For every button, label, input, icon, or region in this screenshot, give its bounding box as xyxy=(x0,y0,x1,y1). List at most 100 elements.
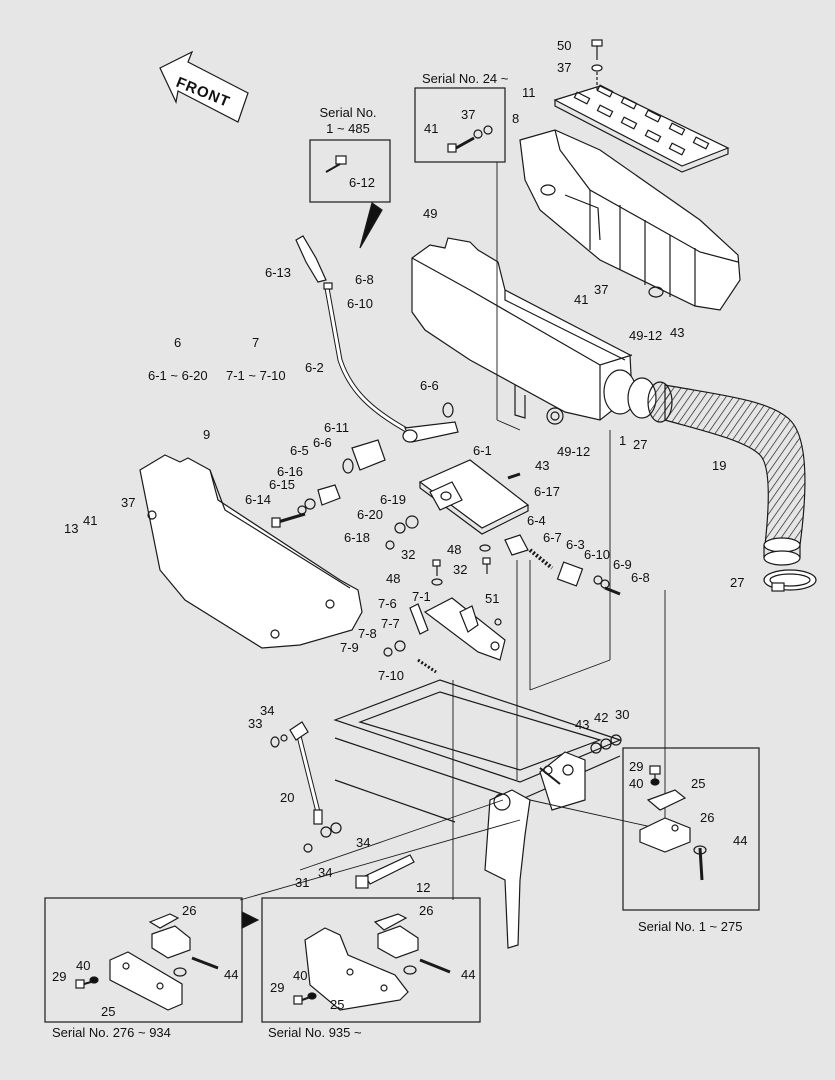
callout: 6-15 xyxy=(269,477,296,492)
cover-plate-11 xyxy=(553,84,730,173)
serial-276-934-caption: Serial No. 276 ~ 934 xyxy=(52,1025,171,1040)
callout: 7-6 xyxy=(378,596,397,611)
callout: 6-6 xyxy=(313,435,332,450)
inset-arrow xyxy=(241,911,260,929)
callout: 29 xyxy=(270,980,285,995)
callout: 29 xyxy=(629,759,644,774)
inset-275-parts xyxy=(639,765,707,881)
callout: 7-9 xyxy=(340,640,359,655)
callout: 40 xyxy=(629,776,644,791)
inset-serial-1-275 xyxy=(622,747,760,911)
callout: 51 xyxy=(485,591,500,606)
latch-assembly-7 xyxy=(383,597,506,674)
dust-chute-8 xyxy=(519,129,741,311)
lever-parts xyxy=(271,402,454,550)
callout: 6-1 xyxy=(473,443,492,458)
callout: 49-12 xyxy=(629,328,663,343)
inset-6-12-bolt xyxy=(325,155,347,173)
callout: 6-8 xyxy=(631,570,650,585)
inset-24-bolt xyxy=(447,125,493,153)
callout: 41 xyxy=(83,513,98,528)
group7-number: 7 xyxy=(252,335,260,350)
callout: 42 xyxy=(594,710,609,725)
callout: 27 xyxy=(633,437,648,452)
callout: 40 xyxy=(76,958,91,973)
callout: 27 xyxy=(730,575,745,590)
callout: 48 xyxy=(386,571,401,586)
serial-24-caption: Serial No. 24 ~ xyxy=(422,71,509,86)
callout: 29 xyxy=(52,969,67,984)
callout: 44 xyxy=(224,967,239,982)
callout: 7-8 xyxy=(358,626,377,641)
inset-935-parts xyxy=(293,913,451,1011)
callout: 6-20 xyxy=(357,507,384,522)
callout: 6-12 xyxy=(349,175,376,190)
callout: 6-3 xyxy=(566,537,585,552)
callout: 49 xyxy=(423,206,438,221)
callout: 34 xyxy=(356,835,371,850)
inset-276-934-parts xyxy=(75,913,219,1011)
callout: 6-19 xyxy=(380,492,407,507)
plunger-parts xyxy=(504,534,621,596)
dust-hose-19 xyxy=(664,384,806,566)
callout: 9 xyxy=(203,427,211,442)
callout: 6-7 xyxy=(543,530,562,545)
callout: 6-4 xyxy=(527,513,546,528)
base-frame xyxy=(333,679,622,823)
callout: 6-8 xyxy=(355,272,374,287)
bolt-50 xyxy=(591,39,603,92)
gas-spring-20 xyxy=(270,721,342,853)
callout: 43 xyxy=(575,717,590,732)
callout: 33 xyxy=(248,716,263,731)
serial-1-485-caption: Serial No. 1 ~ 485 xyxy=(319,105,376,138)
group6-range: 6-1 ~ 6-20 xyxy=(148,368,208,383)
callout: 40 xyxy=(293,968,308,983)
callout: 6-17 xyxy=(534,484,561,499)
callout: 8 xyxy=(512,111,520,126)
serial-1-275-caption: Serial No. 1 ~ 275 xyxy=(638,919,743,934)
callout: 13 xyxy=(64,521,79,536)
callout: 6-11 xyxy=(324,420,350,435)
front-label: FRONT xyxy=(173,74,233,111)
callout: 6-13 xyxy=(265,265,292,280)
callout: 7-10 xyxy=(378,668,405,683)
callout: 6-9 xyxy=(613,557,632,572)
bolts-32-48 xyxy=(431,544,491,586)
pin-12 xyxy=(355,854,415,889)
callout: 6-5 xyxy=(290,443,309,458)
callout: 31 xyxy=(295,875,310,890)
serial-935-caption: Serial No. 935 ~ xyxy=(268,1025,362,1040)
inset-pointer xyxy=(359,202,383,249)
callout: 6-2 xyxy=(305,360,324,375)
callout: 44 xyxy=(461,967,476,982)
callout: 44 xyxy=(733,833,748,848)
callout: 43 xyxy=(670,325,685,340)
callout: 37 xyxy=(594,282,609,297)
callout: 6-18 xyxy=(344,530,371,545)
callout: 25 xyxy=(330,997,345,1012)
callout: 49-12 xyxy=(557,444,591,459)
hose-clamp-27 xyxy=(763,569,817,592)
callout: 41 xyxy=(574,292,589,307)
inset-serial-276-934 xyxy=(44,897,243,1023)
washers-43-42-30 xyxy=(543,734,622,775)
group6-number: 6 xyxy=(174,335,182,350)
callout: 1 xyxy=(619,433,627,448)
front-arrow xyxy=(159,50,249,123)
bracket-6-1 xyxy=(418,459,530,535)
callout: 25 xyxy=(691,776,706,791)
belt-guard-9 xyxy=(139,454,363,649)
callout: 50 xyxy=(557,38,572,53)
leader-lines xyxy=(239,162,666,901)
callout: 7-1 xyxy=(412,589,431,604)
callout: 43 xyxy=(535,458,550,473)
inset-serial-1-485 xyxy=(309,139,391,203)
callout: 7-7 xyxy=(381,616,400,631)
callout: 37 xyxy=(121,495,136,510)
callout: 32 xyxy=(453,562,468,577)
callout: 6-14 xyxy=(245,492,272,507)
callout: 26 xyxy=(700,810,715,825)
callout: 30 xyxy=(615,707,630,722)
